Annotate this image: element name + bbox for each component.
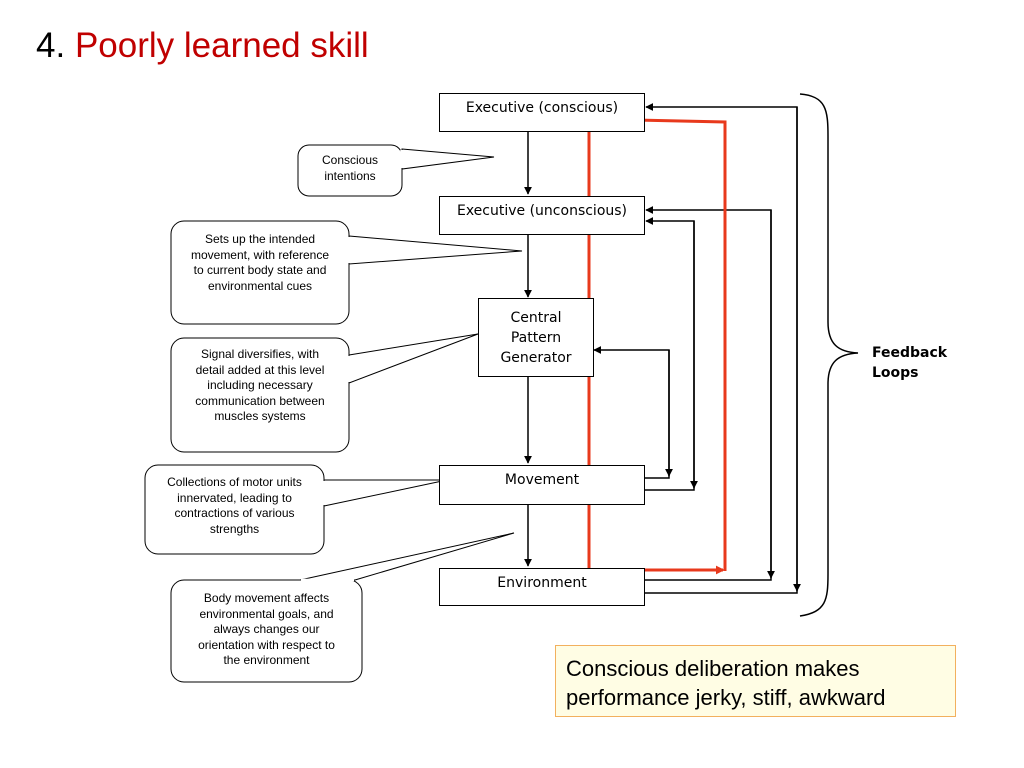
callout-line: Sets up the intended <box>204 232 316 246</box>
feedback-loops-label: Feedback Loops <box>872 343 947 383</box>
callout-line: Signal diversifies, with <box>200 347 320 361</box>
node-cpg-line: Pattern <box>510 329 562 346</box>
callout-line: including necessary <box>207 378 313 392</box>
callout-line: Collections of motor units <box>167 475 302 489</box>
note-line: performance jerky, stiff, awkward <box>566 685 886 710</box>
callout-line: muscles systems <box>214 409 306 423</box>
title-number: 4. <box>36 26 66 65</box>
feedback-environment-to-exec-unconscious <box>644 206 772 581</box>
callout-motor-units: Collections of motor units innervated, l… <box>145 475 324 537</box>
callout-line: orientation with respect to <box>198 637 335 652</box>
callout-line: innervated, leading to <box>177 490 292 505</box>
callout-signal-diversifies: Signal diversifies, with detail added at… <box>171 347 349 425</box>
callout-signal-diversifies-shape <box>170 333 479 453</box>
callout-line: strengths <box>209 521 260 536</box>
note-box: Conscious deliberation makes performance… <box>555 645 956 717</box>
node-movement-label: Movement <box>504 472 580 488</box>
callout-body-movement: Body movement affects environmental goal… <box>171 591 362 669</box>
callout-line: contractions of various <box>174 506 295 520</box>
feedback-label-line: Loops <box>872 365 919 381</box>
node-cpg-label: Central Pattern Generator <box>500 308 571 368</box>
title-text: Poorly learned skill <box>74 26 369 65</box>
callout-sets-up: Sets up the intended movement, with refe… <box>171 232 349 294</box>
node-movement: Movement <box>439 465 645 505</box>
node-environment: Environment <box>439 568 645 606</box>
callout-conscious-intentions-shape <box>297 144 495 197</box>
node-executive-unconscious-label: Executive (unconscious) <box>456 203 628 219</box>
node-executive-conscious: Executive (conscious) <box>439 93 645 132</box>
slide-title: 4. Poorly learned skill <box>36 22 369 70</box>
node-cpg-line: Generator <box>500 349 572 366</box>
node-executive-unconscious: Executive (unconscious) <box>439 196 645 235</box>
callout-line: movement, with reference <box>190 247 330 262</box>
node-environment-label: Environment <box>497 575 587 591</box>
callout-motor-units-shape <box>144 464 448 555</box>
callout-line: the environment <box>223 653 310 667</box>
callout-line: environmental cues <box>207 278 313 293</box>
feedback-brace <box>799 93 859 617</box>
callout-line: always changes our <box>213 622 320 636</box>
callout-line: Body movement affects <box>203 591 330 605</box>
callout-line: to current body state and <box>193 263 327 277</box>
callout-line: Conscious <box>321 153 379 167</box>
node-executive-conscious-label: Executive (conscious) <box>465 100 619 116</box>
callout-line: detail added at this level <box>195 362 325 377</box>
feedback-label-line: Feedback <box>872 345 948 361</box>
callout-body-movement-shape <box>170 532 515 683</box>
callout-line: communication between <box>195 393 325 408</box>
callout-sets-up-shape <box>170 220 523 325</box>
node-cpg-line: Central <box>510 309 562 326</box>
note-line: Conscious deliberation makes <box>566 656 860 681</box>
callout-conscious-intentions: Conscious intentions <box>298 153 402 184</box>
node-central-pattern-generator: Central Pattern Generator <box>478 298 594 377</box>
feedback-movement-to-cpg <box>593 346 670 479</box>
callout-line: intentions <box>324 168 376 183</box>
callout-line: environmental goals, and <box>199 606 334 621</box>
